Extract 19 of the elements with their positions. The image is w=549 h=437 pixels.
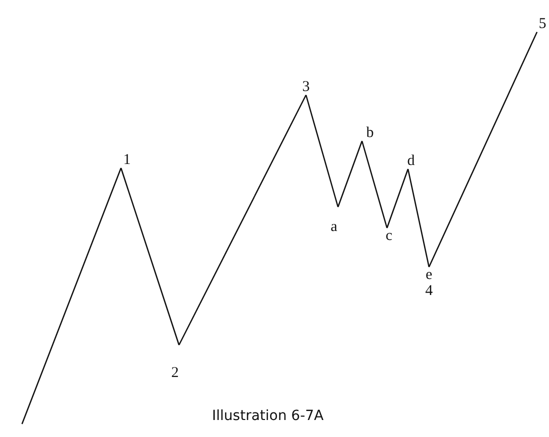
wave-label: 1 xyxy=(121,148,133,168)
wave-label: d xyxy=(405,147,417,169)
caption: Illustration 6-7A xyxy=(212,408,324,424)
wave-line xyxy=(21,168,122,424)
wave-label: e 4 xyxy=(422,267,436,303)
wave-line xyxy=(386,168,409,228)
wave-line xyxy=(361,140,388,228)
wave-label: 3 xyxy=(299,71,313,95)
wave-line xyxy=(428,32,538,268)
wave-line xyxy=(407,168,430,268)
wave-label: a xyxy=(327,207,341,235)
wave-line xyxy=(120,168,180,346)
wave-line xyxy=(337,140,363,208)
wave-label: b xyxy=(364,125,376,141)
wave-line xyxy=(178,94,307,346)
wave-line xyxy=(305,94,339,208)
wave-label: 2 xyxy=(168,345,182,383)
wave-label: 5 xyxy=(537,12,548,32)
wave-label: c xyxy=(383,228,395,245)
